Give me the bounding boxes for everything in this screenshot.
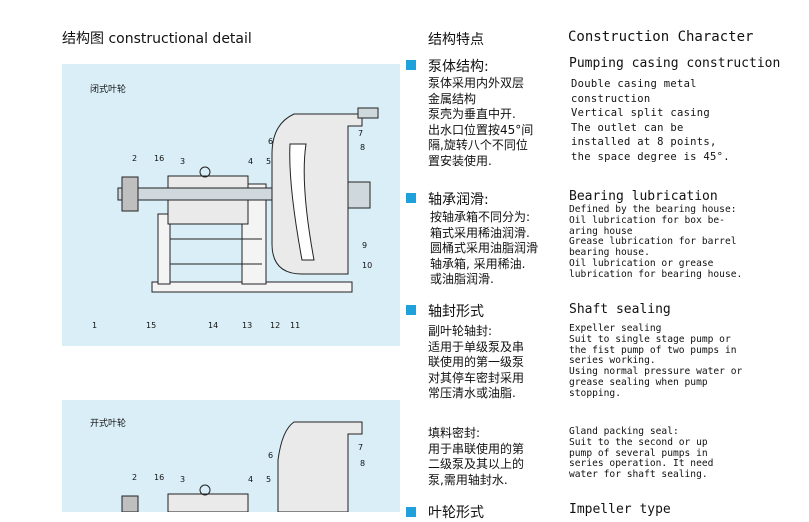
callout-2: 2 [132,154,137,163]
section-body-en: Defined by the bearing house: Oil lubric… [569,204,743,280]
callout-2: 2 [132,473,137,482]
section-body-en: Double casing metal construction Vertica… [571,78,730,163]
callout-16: 16 [154,154,164,163]
features-title-cn: 结构特点 [428,32,484,48]
figure-label: 开式叶轮 [90,419,127,429]
section-body-cn: 泵体采用内外双层 金属结构 泵壳为垂直中开. 出水口位置按45°间 隔,旋转八个… [428,76,534,168]
section-body-cn: 填料密封: 用于串联使用的第 二级泵及其以上的 泵,需用轴封水. [428,426,525,487]
section-heading-cn: 轴承润滑: [428,192,489,208]
open-impeller-panel: 开式叶轮 2 16 3 6 7 8 4 5 [62,400,400,512]
section-body-en: Expeller sealing Suit to single stage pu… [569,323,743,399]
callout-13: 13 [242,321,252,330]
callout-9: 9 [362,241,367,250]
callout-8: 8 [360,459,365,468]
diagram-title: 结构图 constructional detail [62,31,252,47]
callout-3: 3 [180,157,185,166]
section-bullet [406,305,416,315]
pump-cross-section-drawing: 2 16 3 6 7 8 4 5 [121,421,365,512]
section-body-cn: 按轴承箱不同分为: 箱式采用稀油润滑. 圆桶式采用油脂润滑 轴承箱, 采用稀油.… [430,210,539,286]
section-body-cn: 副叶轮轴封: 适用于单级泵及串 联使用的第一级泵 对其停车密封采用 常压清水或油… [428,324,525,400]
callout-1: 1 [92,321,97,330]
callout-16: 16 [154,473,164,482]
callout-3: 3 [180,475,185,484]
section-body-en: Gland packing seal: Suit to the second o… [569,426,714,481]
callout-7: 7 [358,443,363,452]
section-heading-en: Shaft sealing [569,302,671,317]
section-heading-cn: 轴封形式 [428,304,484,320]
callout-11: 11 [290,321,300,330]
callout-8: 8 [360,143,365,152]
features-title-en: Construction Character [568,29,754,45]
callout-14: 14 [208,321,218,330]
closed-impeller-panel: 闭式叶轮 2 16 3 6 7 [62,64,400,346]
section-bullet [406,60,416,70]
callout-5: 5 [266,475,271,484]
section-heading-en: Pumping casing construction [569,56,781,71]
section-heading-en: Bearing lubrication [569,189,718,204]
callout-6: 6 [268,137,273,146]
pump-cross-section-drawing: 2 16 3 6 7 8 4 5 9 10 1 15 14 13 12 11 [92,107,379,330]
callout-15: 15 [146,321,156,330]
section-bullet [406,193,416,203]
callout-10: 10 [362,261,372,270]
section-heading-cn: 叶轮形式 [428,505,484,521]
callout-7: 7 [358,129,363,138]
callout-6: 6 [268,451,273,460]
section-heading-en: Impeller type [569,502,671,517]
section-heading-cn: 泵体结构: [428,59,489,75]
section-bullet [406,507,416,517]
callout-4: 4 [248,475,253,484]
figure-label: 闭式叶轮 [90,85,127,95]
callout-4: 4 [248,157,253,166]
callout-12: 12 [270,321,280,330]
callout-5: 5 [266,157,271,166]
